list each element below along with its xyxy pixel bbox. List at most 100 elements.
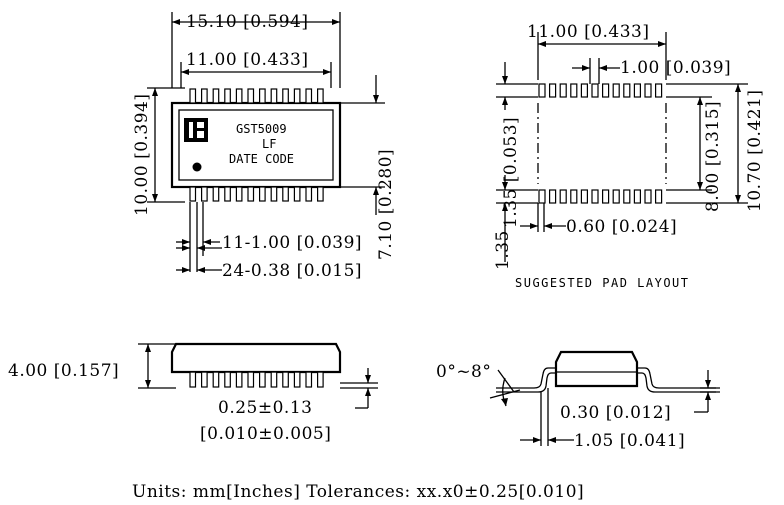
top-lead: [189, 88, 197, 104]
pad-top: [548, 83, 557, 98]
pad-top: [654, 83, 663, 98]
part-number-marking: GST5009: [236, 122, 287, 136]
bottom-lead: [212, 186, 220, 202]
side-lead: [270, 371, 278, 388]
pad-array: [538, 83, 663, 204]
bottom-lead: [224, 186, 231, 202]
side-lead: [224, 371, 231, 388]
bottom-lead: [282, 186, 289, 202]
side-height-label: 4.00 [0.157]: [8, 361, 119, 381]
side-lead: [305, 371, 313, 388]
top-view-leads: [189, 88, 324, 202]
pad-bottom: [633, 189, 642, 204]
pad-top: [623, 83, 631, 98]
pad-bottom: [654, 189, 663, 204]
pad-top: [591, 83, 599, 98]
pad-width-label: 0.60 [0.024]: [566, 217, 677, 237]
top-lead: [224, 88, 231, 104]
pad-top: [538, 83, 546, 98]
pad-top: [580, 83, 589, 98]
pad-layout-title: SUGGESTED PAD LAYOUT: [515, 276, 690, 290]
pad-bottom: [559, 189, 567, 204]
pad-bottom: [580, 189, 589, 204]
pad-bottom: [591, 189, 599, 204]
pad-inner-height-label: 8.00 [0.315]: [703, 101, 723, 212]
pad-length-label: 1.35 [0.053]: [501, 117, 521, 228]
pad-bottom: [570, 189, 578, 204]
pad-top: [633, 83, 642, 98]
bottom-lead: [189, 186, 197, 202]
side-view-body: [170, 342, 342, 374]
side-lead: [189, 371, 197, 388]
side-view-leads: [189, 371, 324, 388]
pad-bottom: [538, 189, 546, 204]
top-lead: [235, 88, 243, 104]
top-view-package-body: [170, 101, 342, 189]
end-view-body: [554, 350, 639, 388]
date-code-marking: DATE CODE: [229, 152, 294, 166]
pad-bottom: [623, 189, 631, 204]
bottom-lead: [201, 186, 208, 202]
pitch-label: 11-1.00 [0.039]: [222, 233, 362, 253]
top-lead: [201, 88, 208, 104]
side-lead: [235, 371, 243, 388]
top-lead: [247, 88, 255, 104]
bottom-lead: [293, 186, 301, 202]
standoff-inch-label: [0.010±0.005]: [200, 424, 331, 444]
bottom-lead: [259, 186, 266, 202]
top-lead: [305, 88, 313, 104]
end-view-right-lead: [637, 367, 720, 389]
side-lead: [212, 371, 220, 388]
top-lead: [293, 88, 301, 104]
pin1-dot: [192, 162, 202, 172]
top-lead: [317, 88, 324, 104]
bottom-lead: [317, 186, 324, 202]
top-lead: [212, 88, 220, 104]
top-lead: [270, 88, 278, 104]
side-lead: [201, 371, 208, 388]
units-tolerance-note: Units: mm[Inches] Tolerances: xx.x0±0.25…: [132, 482, 584, 502]
bottom-lead: [270, 186, 278, 202]
svg-text:1.35: 1.35: [493, 230, 513, 270]
foot-length-label: 1.05 [0.041]: [574, 431, 685, 451]
pad-top: [612, 83, 620, 98]
side-lead: [317, 371, 324, 388]
pad-pitch-label: 1.00 [0.039]: [620, 58, 731, 78]
top-lead: [282, 88, 289, 104]
pad-layout-view: 11.00 [0.433] 1.00 [0.039] 8.00 [0.315] …: [493, 22, 765, 290]
side-lead: [282, 371, 289, 388]
pad-span-width-label: 11.00 [0.433]: [527, 22, 650, 42]
pad-bottom: [644, 189, 652, 204]
end-view: 0°~8° 0.30 [0.012] 1.05 [0.041]: [436, 350, 720, 451]
pad-bottom: [601, 189, 610, 204]
side-view: 4.00 [0.157] 0.25±0.13 [0.010±0.005]: [8, 342, 378, 444]
pad-top: [644, 83, 652, 98]
lead-free-marking: LF: [262, 137, 276, 151]
bottom-lead: [235, 186, 243, 202]
lead-width-label: 24-0.38 [0.015]: [222, 261, 362, 281]
pad-outer-height-label: 10.70 [0.421]: [745, 89, 765, 212]
pad-bottom: [548, 189, 557, 204]
lead-thickness-label: 0.30 [0.012]: [560, 403, 671, 423]
pad-top: [601, 83, 610, 98]
end-view-left-lead: [496, 367, 556, 389]
overall-height-label: 10.00 [0.394]: [132, 93, 152, 216]
lead-angle-label: 0°~8°: [436, 362, 491, 382]
overall-width-label: 15.10 [0.594]: [186, 12, 309, 32]
pad-top: [559, 83, 567, 98]
top-view: GST5009 LF DATE CODE 15.10 [0.594] 11.00…: [132, 12, 396, 281]
standoff-mm-label: 0.25±0.13: [218, 398, 312, 418]
side-lead: [259, 371, 266, 388]
pad-top: [570, 83, 578, 98]
brand-logo: [184, 118, 208, 142]
bottom-lead: [247, 186, 255, 202]
side-lead: [293, 371, 301, 388]
top-lead: [259, 88, 266, 104]
pad-bottom: [612, 189, 620, 204]
body-width-label: 11.00 [0.433]: [186, 50, 309, 70]
body-height-label: 7.10 [0.280]: [376, 149, 396, 260]
bottom-lead: [305, 186, 313, 202]
top-view-body-inner-outline: [178, 109, 334, 181]
side-lead: [247, 371, 255, 388]
